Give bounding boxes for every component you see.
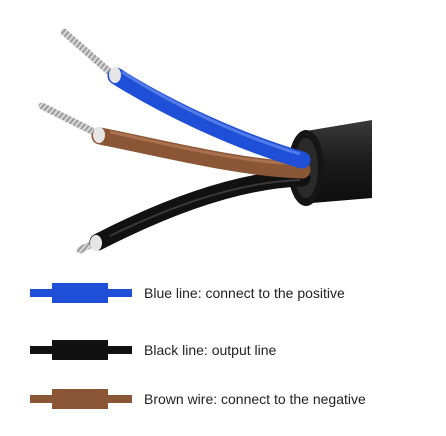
legend-swatch-black	[30, 340, 132, 360]
legend-row-black: Black line: output line	[30, 338, 276, 362]
legend-swatch-blue	[30, 283, 132, 303]
legend-label-brown: Brown wire: connect to the negative	[144, 391, 366, 407]
black-wire	[89, 169, 311, 251]
brown-wire	[91, 127, 311, 179]
legend-row-blue: Blue line: connect to the positive	[30, 281, 345, 305]
legend-label-black: Black line: output line	[144, 342, 277, 358]
legend-row-brown: Brown wire: connect to the negative	[30, 387, 366, 411]
legend-swatch-brown	[30, 389, 132, 409]
blue-wire	[107, 67, 311, 169]
legend-label-blue: Blue line: connect to the positive	[144, 285, 345, 301]
